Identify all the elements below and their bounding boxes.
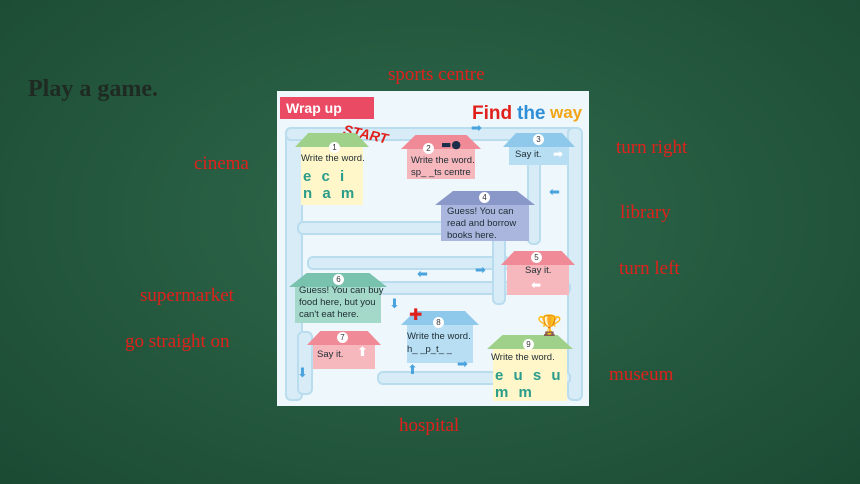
- house-2: 2 ▬● Write the word. sp_ _ts centre: [401, 135, 481, 179]
- answer-turn-left: turn left: [619, 258, 680, 279]
- house-4: 4 Guess! You can read and borrow books h…: [435, 191, 535, 241]
- house-1: 1 Write the word. e c i n a m: [295, 133, 369, 205]
- path-arrow-icon: ➡: [471, 121, 482, 136]
- house-6: 6 Guess! You can buy food here, but you …: [289, 273, 387, 323]
- house-3: 3 Say it. ➡: [503, 133, 575, 165]
- arrow-right-icon: ➡: [553, 147, 564, 161]
- house-5: 5 Say it. ⬅: [501, 251, 575, 295]
- path-arrow-icon: ➡: [457, 357, 468, 372]
- path-arrow-icon: ⬇: [297, 366, 308, 381]
- arrow-up-icon: ⬆: [357, 345, 368, 360]
- house-7: 7 Say it. ⬆: [307, 331, 381, 369]
- dumbbell-icon: ▬●: [441, 138, 461, 151]
- house-9: 🏆 9 Write the word. e u s u m m: [487, 313, 573, 401]
- path-arrow-icon: ⬆: [407, 363, 418, 378]
- path-arrow-icon: ⬅: [549, 185, 560, 200]
- the-word: the: [517, 103, 546, 124]
- answer-supermarket: supermarket: [140, 285, 234, 306]
- hospital-cross-icon: ✚: [409, 305, 423, 324]
- maze-path: [297, 221, 451, 235]
- game-board: Wrap up Find the way START 1 Write the w…: [277, 91, 589, 406]
- path-arrow-icon: ➡: [475, 263, 486, 278]
- path-arrow-icon: ⬅: [417, 267, 428, 282]
- answer-cinema: cinema: [194, 153, 249, 174]
- find-word: Find: [472, 103, 513, 124]
- wrap-up-header: Wrap up: [280, 97, 374, 119]
- answer-sports-centre: sports centre: [388, 64, 485, 85]
- way-word: way: [550, 103, 583, 122]
- house-8: ✚ 8 Write the word. h_ _p_t_ _: [401, 305, 479, 363]
- answer-library: library: [620, 202, 671, 223]
- answer-go-straight-on: go straight on: [125, 331, 230, 352]
- path-arrow-icon: ⬇: [389, 297, 400, 312]
- arrow-left-icon: ⬅: [531, 278, 542, 292]
- answer-hospital: hospital: [399, 415, 460, 436]
- answer-turn-right: turn right: [616, 137, 688, 158]
- answer-museum: museum: [609, 364, 674, 385]
- trophy-icon: 🏆: [537, 313, 562, 337]
- slide-title: Play a game.: [28, 76, 158, 102]
- maze-path: [297, 331, 313, 395]
